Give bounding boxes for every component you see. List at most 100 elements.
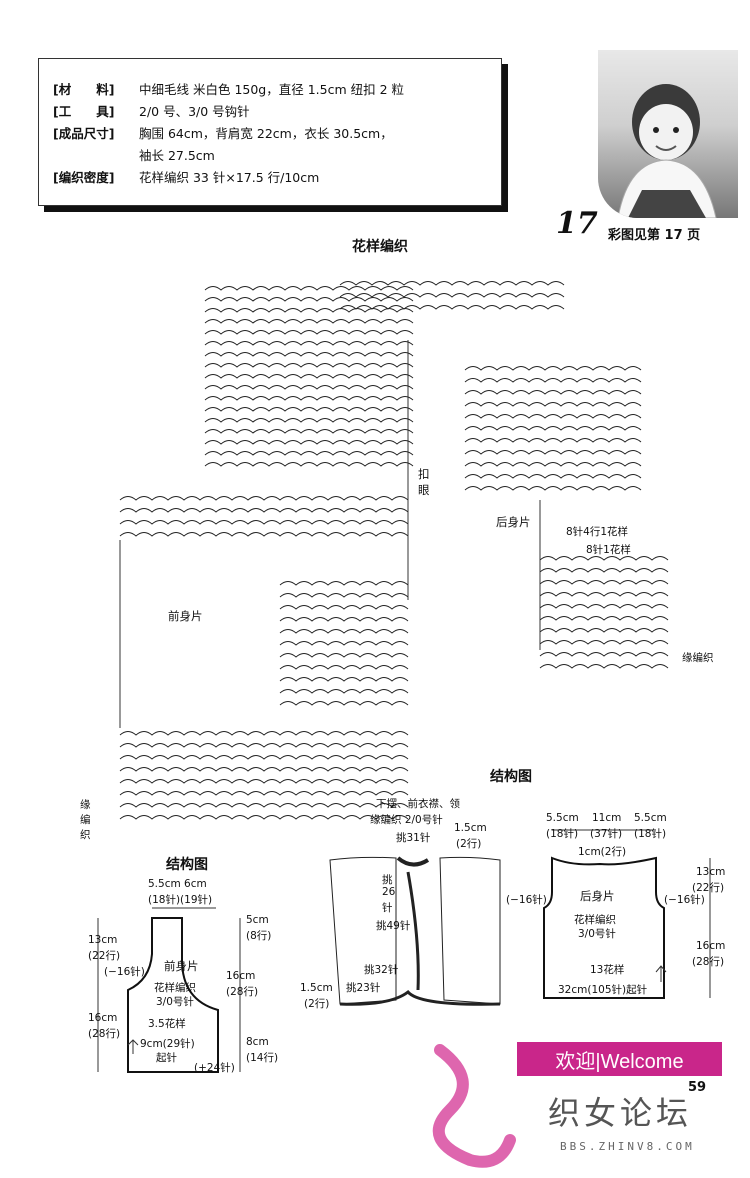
front-right-mid-rows: (28行): [226, 986, 259, 998]
front-right-top: 5cm: [246, 914, 269, 926]
forum-name: 织女论坛: [548, 1094, 693, 1132]
baby-illustration: [617, 84, 717, 218]
back-upper-row: [464, 366, 642, 371]
front-right-top-rows: (8行): [246, 930, 272, 942]
front-yoke-row: [204, 330, 414, 335]
back-lower-row: [539, 556, 669, 561]
back-lower-row: [539, 640, 669, 645]
back-structure-piece: 后身片: [580, 889, 615, 903]
back-lower-row: [539, 616, 669, 621]
front-side-row: [279, 689, 409, 694]
materials-box: [材 料]中细毛线 米白色 150g，直径 1.5cm 纽扣 2 粒 [工 具]…: [38, 58, 502, 206]
front-hem-row: [119, 779, 409, 784]
front-structure-dim-lines: [97, 907, 241, 1072]
front-hem-row: [119, 791, 409, 796]
front-side-row: [279, 581, 409, 586]
assembly-pick-49: 挑49针: [376, 920, 411, 932]
back-upper-row: [464, 426, 642, 431]
front-structure-start: 起针: [156, 1052, 177, 1064]
assembly-diagram: [329, 856, 501, 1006]
assembly-subtitle-2: 缘编织 2/0号针: [370, 814, 443, 826]
front-yoke-row: [204, 440, 414, 445]
front-yoke-row: [204, 462, 414, 467]
front-top-stitches: (18针)(19针): [148, 894, 213, 906]
front-structure-bottom: 9cm(29针): [140, 1038, 195, 1050]
back-structure-dim-lines: [552, 829, 711, 998]
front-yoke-row: [204, 418, 414, 423]
front-edging-label: 缘编织: [80, 799, 91, 841]
front-yoke-row: [204, 407, 414, 412]
back-structure-hook: 3/0号针: [578, 928, 616, 940]
back-dec-left: (−16针): [506, 894, 547, 906]
front-structure-pattern: 花样编织: [154, 982, 196, 994]
front-side-row: [279, 665, 409, 670]
front-hem-row: [119, 803, 409, 808]
page-number: 59: [688, 1080, 707, 1095]
back-upper-row: [464, 462, 642, 467]
back-lower-row: [539, 652, 669, 657]
front-left-shaping: (−16针): [104, 966, 145, 978]
assembly-pick-32: 挑32针: [364, 964, 399, 976]
front-right-mid: 16cm: [226, 970, 256, 982]
assembly-pick-31: 挑31针: [396, 832, 431, 844]
front-outline: [119, 340, 409, 728]
info-row-size-cont: 袖长 27.5cm: [139, 148, 215, 163]
back-upper-row: [464, 438, 642, 443]
back-upper-row: [464, 402, 642, 407]
back-upper-row: [464, 474, 642, 479]
back-structure-repeat: 13花样: [590, 964, 625, 976]
back-top-left: 5.5cm: [546, 812, 579, 824]
back-top-row: [339, 293, 565, 298]
back-piece-rows: [339, 281, 669, 669]
back-top-row: [339, 305, 565, 310]
back-right-upper-rows: (22行): [692, 882, 725, 894]
back-neck: 1cm(2行): [578, 846, 627, 858]
assembly-dim-15: 1.5cm: [454, 822, 487, 834]
front-left-lower-rows: (28行): [88, 1028, 121, 1040]
welcome-banner: 欢迎|Welcome: [517, 1042, 722, 1076]
front-yoke-row: [204, 319, 414, 324]
info-row-tools: [工 具]2/0 号、3/0 号钩针: [53, 104, 250, 119]
back-right-upper: 13cm: [696, 866, 726, 878]
front-piece-rows: [119, 286, 414, 820]
front-top-dims: 5.5cm 6cm: [148, 878, 207, 890]
back-lower-row: [539, 664, 669, 669]
info-row-gauge: [编织密度]花样编织 33 针×17.5 行/10cm: [53, 170, 320, 185]
front-yoke-row: [204, 341, 414, 346]
front-yoke-row: [204, 429, 414, 434]
back-top-row: [339, 281, 565, 286]
assembly-pick-26b: 26: [382, 886, 396, 898]
front-yoke-row: [204, 374, 414, 379]
front-structure-title: 结构图: [166, 857, 208, 873]
front-side-row: [279, 629, 409, 634]
back-dec-right: (−16针): [664, 894, 705, 906]
baby-photo: [598, 50, 738, 218]
front-structure-hook: 3/0号针: [156, 996, 194, 1008]
front-side-row: [279, 617, 409, 622]
back-structure-diagram: [543, 856, 665, 999]
back-right-lower: 16cm: [696, 940, 726, 952]
back-top-mid-st: (37针): [590, 828, 623, 840]
front-side-row: [279, 641, 409, 646]
front-hem-row: [119, 743, 409, 748]
front-side-row: [279, 677, 409, 682]
back-upper-row: [464, 486, 642, 491]
back-edging-label: 缘编织: [682, 652, 714, 664]
front-yoke-row: [204, 363, 414, 368]
back-lower-row: [539, 604, 669, 609]
assembly-title: 结构图: [490, 769, 532, 785]
back-upper-row: [464, 450, 642, 455]
color-page-ref: 彩图见第 17 页: [608, 228, 701, 243]
assembly-pick-26a: 挑: [382, 874, 393, 886]
front-hem-row: [119, 731, 409, 736]
assembly-pick-26c: 针: [382, 902, 393, 914]
front-side-row: [279, 653, 409, 658]
front-right-bottom: 8cm: [246, 1036, 269, 1048]
front-left-lower: 16cm: [88, 1012, 118, 1024]
back-lower-row: [539, 592, 669, 597]
front-yoke-row: [204, 297, 414, 302]
back-structure-bottom: 32cm(105针)起针: [558, 984, 648, 996]
front-side-row: [279, 593, 409, 598]
front-yoke-row: [204, 451, 414, 456]
